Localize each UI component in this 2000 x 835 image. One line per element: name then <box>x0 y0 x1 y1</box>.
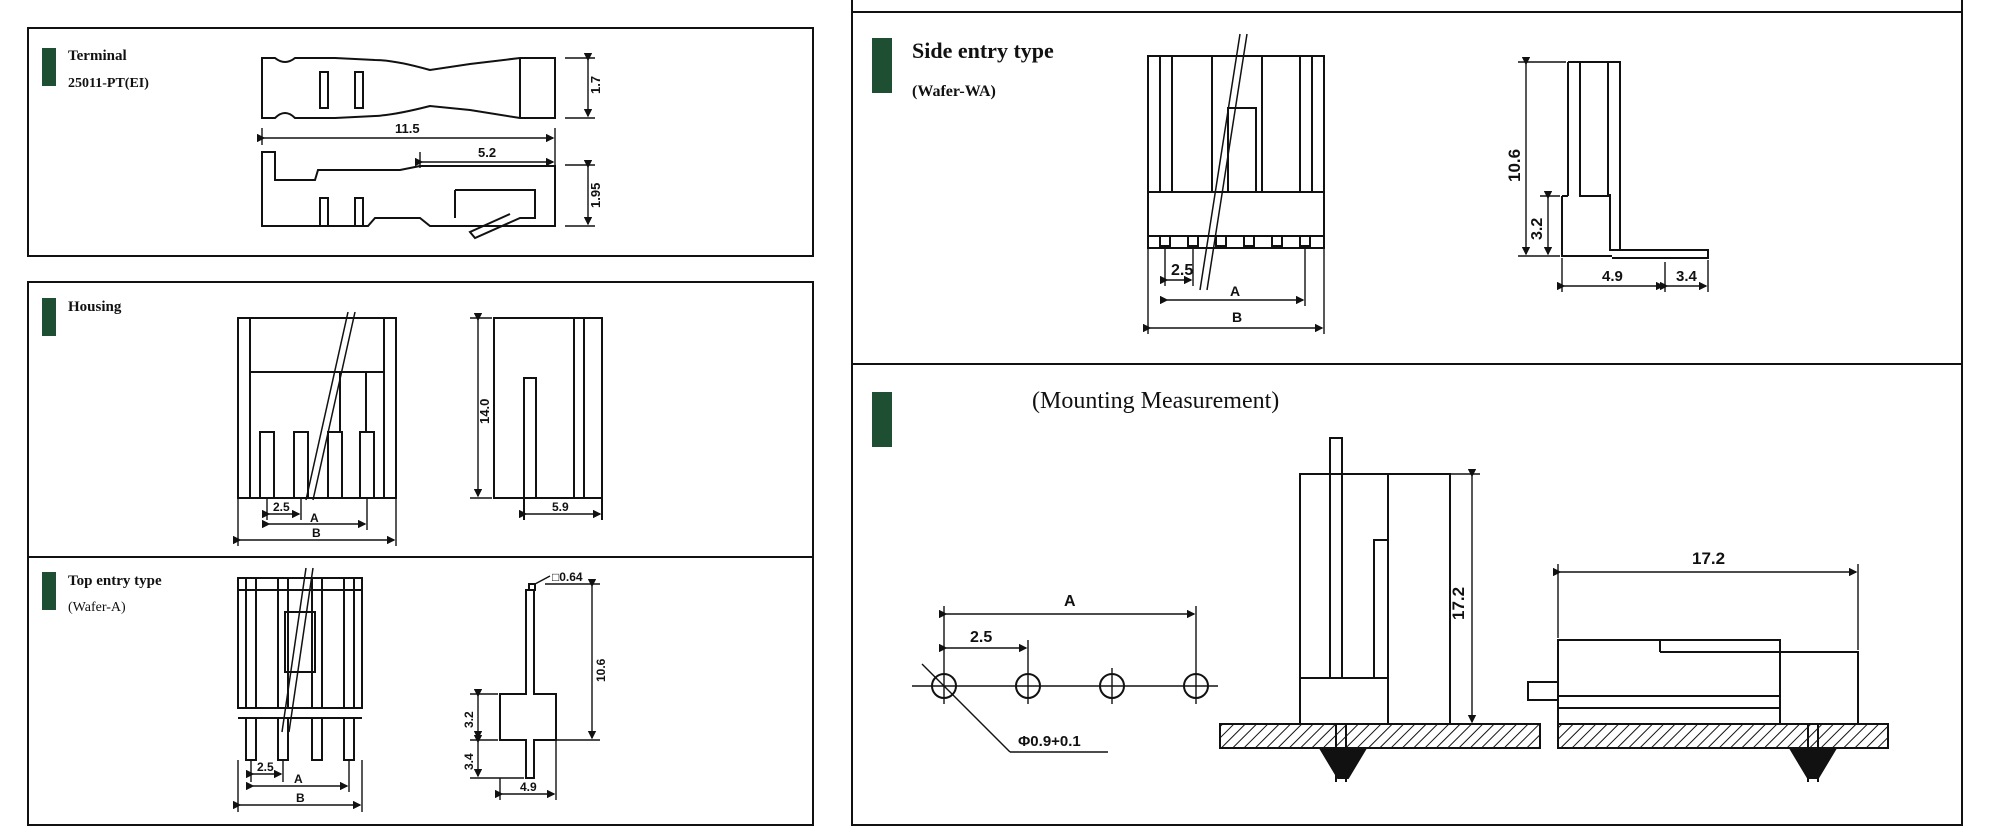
terminal-part-number: 25011-PT(EI) <box>68 76 149 91</box>
side-entry-side-dimension-lines <box>1518 57 1709 292</box>
top-entry-dim-depth: 4.9 <box>520 780 537 794</box>
side-entry-dim-h2: 3.2 <box>1529 218 1546 240</box>
top-entry-dim-a: A <box>294 772 303 786</box>
top-entry-front-view <box>237 567 363 761</box>
terminal-side-view <box>261 151 556 240</box>
panel-marker-side-entry <box>872 38 892 93</box>
side-entry-dim-b: B <box>1232 309 1242 325</box>
terminal-dim-contact: 5.2 <box>478 145 496 160</box>
housing-dim-pitch: 2.5 <box>273 500 290 514</box>
housing-front-view <box>237 311 397 501</box>
panel-marker-housing <box>42 298 56 336</box>
housing-dim-height: 14.0 <box>477 399 492 424</box>
mounting-dim-a: A <box>1064 593 1076 610</box>
terminal-panel: Terminal 25011-PT(EI) 1.7 11.5 5.2 1.95 <box>42 48 603 240</box>
top-entry-side-dimension-lines <box>470 575 600 800</box>
side-entry-dimension-lines <box>1143 248 1325 334</box>
top-entry-dim-h2: 3.2 <box>462 711 476 728</box>
side-entry-subtitle: (Wafer-WA) <box>912 83 996 100</box>
housing-panel: Housing 2.5 A B <box>42 298 603 546</box>
mounting-dim-height: 17.2 <box>1449 587 1468 620</box>
housing-dimension-lines <box>233 498 397 546</box>
top-entry-subtitle: (Wafer-A) <box>68 600 126 615</box>
panel-marker-terminal <box>42 48 56 86</box>
mounting-dim-hole: Φ0.9+0.1 <box>1018 733 1081 750</box>
side-entry-dim-d1: 4.9 <box>1602 268 1623 285</box>
top-entry-dim-height: 10.6 <box>594 658 608 682</box>
mounting-hole-dimension-lines <box>921 606 1197 753</box>
side-entry-dim-a: A <box>1230 283 1240 299</box>
top-entry-dim-pitch: 2.5 <box>257 760 274 774</box>
top-entry-dim-b: B <box>296 791 305 805</box>
mounting-title: (Mounting Measurement) <box>1032 388 1279 414</box>
mounting-hole-pattern <box>912 668 1218 704</box>
right-panel-frames <box>851 0 1963 826</box>
side-entry-dim-pitch: 2.5 <box>1171 262 1193 279</box>
mounting-side-dimension-lines <box>1553 564 1859 650</box>
side-entry-front-view <box>1147 33 1325 291</box>
mounting-side-view <box>1527 639 1889 782</box>
top-entry-side-view <box>499 583 557 779</box>
top-entry-dimension-lines <box>233 760 363 812</box>
side-entry-side-view <box>1561 61 1709 259</box>
top-entry-title: Top entry type <box>68 573 162 589</box>
panel-marker-mounting <box>872 392 892 447</box>
terminal-title: Terminal <box>68 48 127 64</box>
top-entry-dim-pin: □0.64 <box>552 570 583 584</box>
side-entry-panel: Side entry type (Wafer-WA) <box>872 33 1709 334</box>
terminal-dim-side-height: 1.95 <box>588 183 603 208</box>
top-entry-panel: Top entry type (Wafer-A) <box>42 567 608 812</box>
mounting-front-dimension-lines <box>1450 469 1480 725</box>
housing-dim-depth: 5.9 <box>552 500 569 514</box>
housing-dim-b: B <box>312 526 321 540</box>
side-entry-dim-d2: 3.4 <box>1676 268 1698 285</box>
mounting-panel: (Mounting Measurement) A 2.5 Φ0.9+0.1 <box>872 388 1889 782</box>
panel-marker-top-entry <box>42 572 56 610</box>
side-entry-title: Side entry type <box>912 38 1054 63</box>
mounting-dim-length: 17.2 <box>1692 549 1725 568</box>
housing-dim-a: A <box>310 511 319 525</box>
terminal-dimension-lines <box>257 53 595 227</box>
side-entry-dim-height: 10.6 <box>1505 149 1524 182</box>
terminal-dim-height: 1.7 <box>588 76 603 94</box>
mounting-front-view <box>1219 437 1541 782</box>
left-panel-frames <box>27 27 814 826</box>
top-entry-dim-h3: 3.4 <box>462 753 476 770</box>
mounting-dim-pitch: 2.5 <box>970 629 992 646</box>
terminal-top-view <box>261 57 556 119</box>
housing-side-view <box>470 313 603 520</box>
housing-title: Housing <box>68 299 122 315</box>
terminal-dim-length: 11.5 <box>395 121 420 136</box>
